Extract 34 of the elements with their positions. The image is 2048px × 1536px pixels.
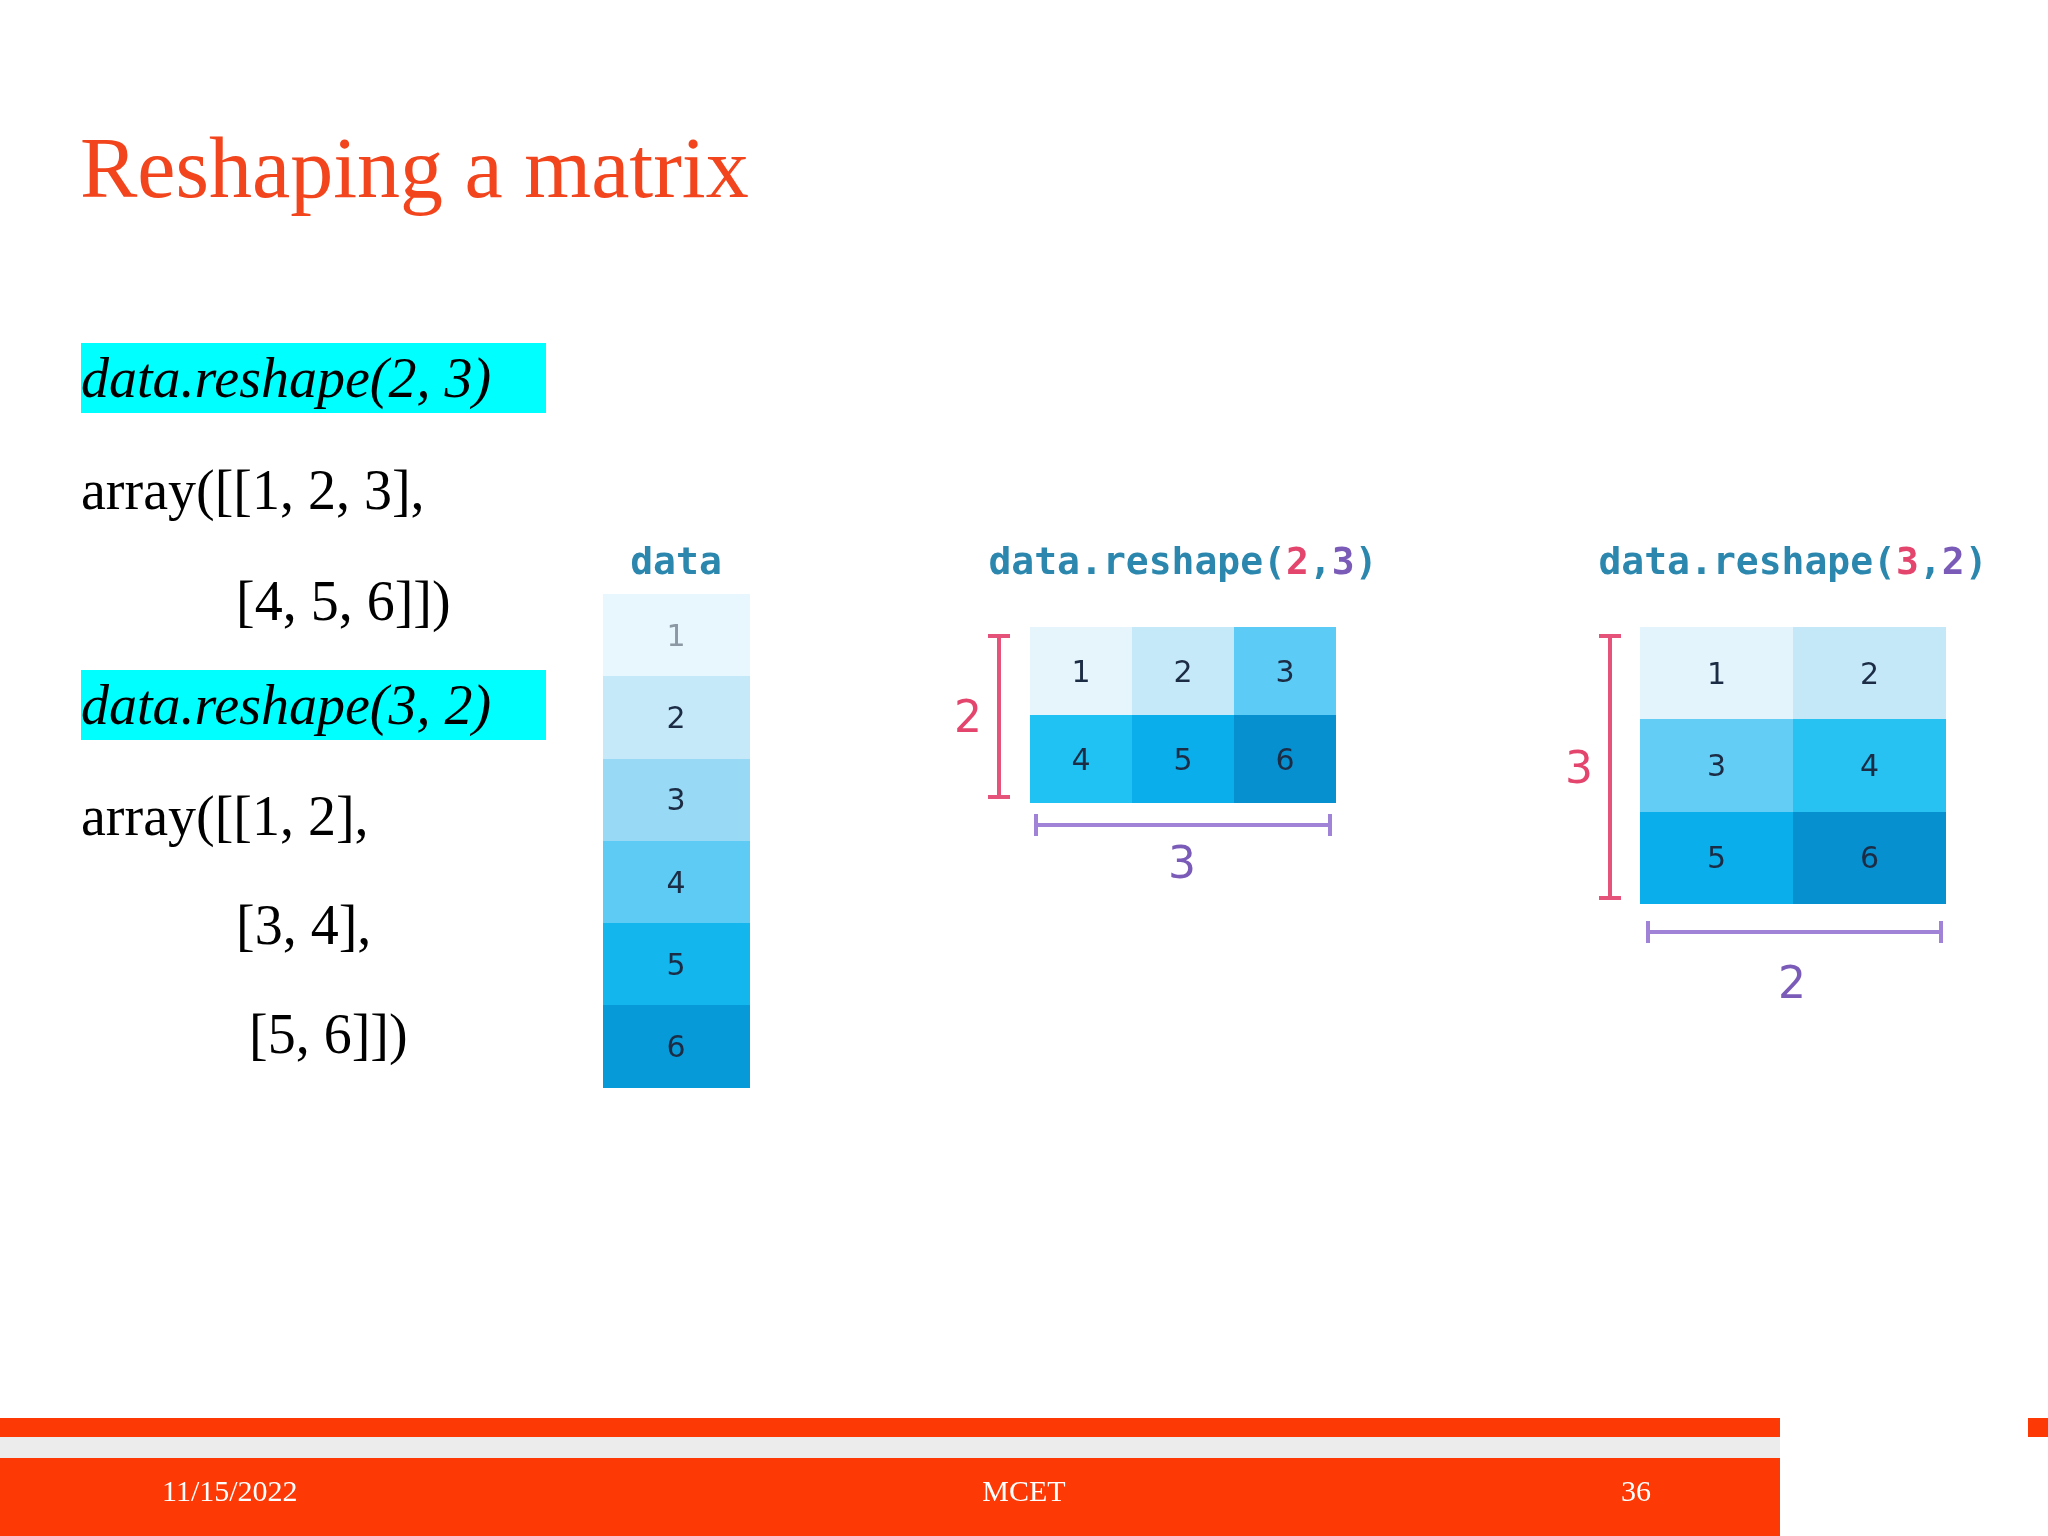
code-line: array([[1, 2],: [81, 784, 369, 849]
matrix-cell: 3: [1234, 627, 1336, 715]
matrix-cell: 5: [1132, 715, 1234, 803]
page-number: 36: [1621, 1473, 1651, 1509]
matrix-cell: 3: [1640, 719, 1793, 812]
code-line: [4, 5, 6]]): [236, 569, 451, 634]
matrix-cell: 2: [602, 676, 750, 759]
matrix-heading: data.reshape(3,2): [1598, 538, 1988, 584]
code-line: [5, 6]]): [249, 1002, 408, 1067]
dimension-label: 2: [954, 689, 982, 744]
matrix-cell: 6: [1793, 811, 1946, 904]
matrix-cell: 5: [602, 923, 750, 1006]
matrix-cell: 6: [1234, 715, 1336, 803]
matrix-cell: 2: [1132, 627, 1234, 715]
matrix-cell: 1: [1640, 627, 1793, 720]
code-line: array([[1, 2, 3],: [81, 458, 425, 523]
matrix-heading: data: [630, 538, 722, 584]
dimension-label: 3: [1565, 740, 1593, 795]
dimension-label: 3: [1168, 835, 1196, 890]
dimension-label: 2: [1778, 955, 1806, 1010]
footer-date: 11/15/2022: [162, 1473, 298, 1509]
slide-title: Reshaping a matrix: [80, 119, 749, 218]
matrix-cell: 2: [1793, 627, 1946, 720]
matrix-cell: 4: [1030, 715, 1132, 803]
matrix-heading: data.reshape(2,3): [988, 538, 1378, 584]
matrix-cell: 4: [602, 840, 750, 924]
matrix-cell: 1: [602, 594, 750, 677]
matrix-cell: 4: [1793, 719, 1946, 812]
footer-text: MCET: [982, 1473, 1066, 1509]
matrix-cell: 6: [602, 1005, 750, 1088]
matrix-cell: 3: [602, 758, 750, 841]
matrix-cell: 5: [1640, 811, 1793, 904]
matrix-cell: 1: [1030, 627, 1132, 715]
code-line: [3, 4],: [236, 893, 372, 958]
